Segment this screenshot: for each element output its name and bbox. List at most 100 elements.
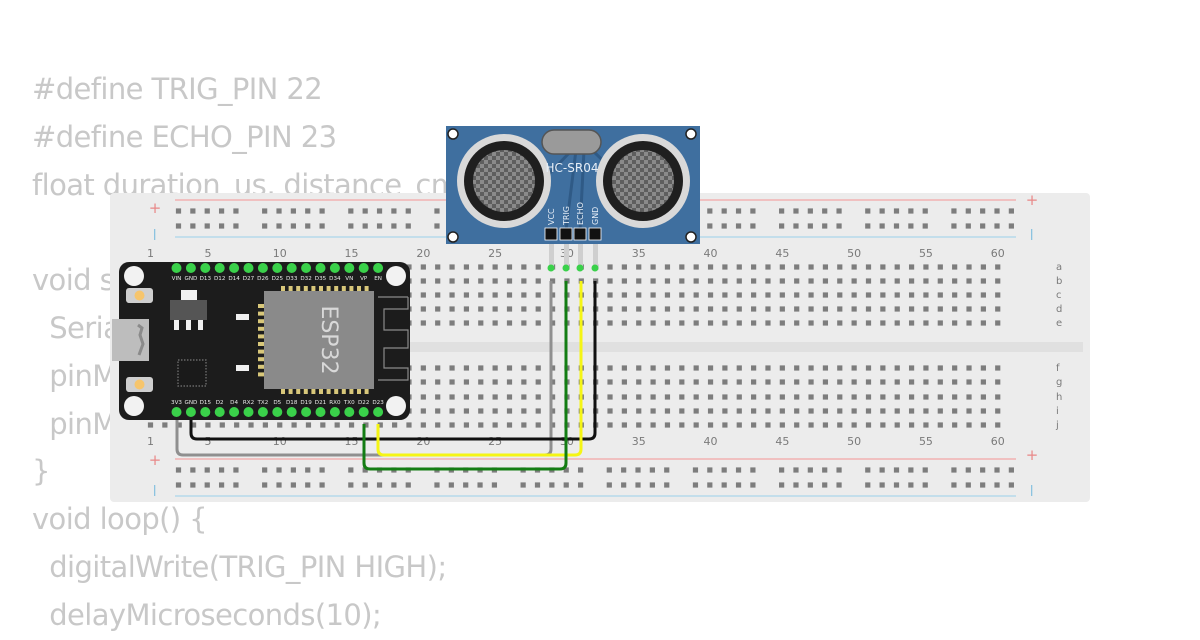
rail-hole[interactable] [262, 467, 268, 473]
breadboard-hole[interactable] [607, 264, 613, 270]
breadboard-hole[interactable] [923, 264, 929, 270]
breadboard-hole[interactable] [751, 320, 757, 326]
breadboard-hole[interactable] [305, 422, 312, 428]
esp32-pin[interactable] [301, 263, 312, 273]
breadboard-hole[interactable] [636, 278, 642, 284]
breadboard-hole[interactable] [636, 306, 642, 312]
breadboard-hole[interactable] [894, 292, 900, 298]
breadboard-hole[interactable] [822, 264, 829, 270]
breadboard-hole[interactable] [966, 394, 972, 400]
rail-hole[interactable] [204, 208, 210, 214]
breadboard-hole[interactable] [679, 292, 685, 298]
breadboard-hole[interactable] [607, 306, 613, 312]
rail-hole[interactable] [233, 482, 239, 488]
rail-hole[interactable] [391, 223, 397, 229]
rail-hole[interactable] [290, 223, 296, 229]
breadboard-hole[interactable] [865, 264, 872, 270]
breadboard-hole[interactable] [865, 365, 872, 371]
breadboard-hole[interactable] [549, 278, 556, 284]
rail-hole[interactable] [951, 208, 957, 214]
breadboard-hole[interactable] [535, 264, 541, 270]
breadboard-hole[interactable] [865, 292, 872, 298]
rail-hole[interactable] [491, 482, 498, 488]
rail-hole[interactable] [362, 467, 368, 473]
breadboard-hole[interactable] [664, 306, 671, 312]
breadboard-hole[interactable] [765, 379, 771, 385]
breadboard-hole[interactable] [607, 365, 613, 371]
rail-hole[interactable] [649, 467, 655, 473]
breadboard-hole[interactable] [679, 264, 685, 270]
breadboard-hole[interactable] [837, 422, 843, 428]
esp32-pin[interactable] [344, 407, 355, 417]
rail-hole[interactable] [175, 223, 182, 229]
breadboard-hole[interactable] [808, 422, 814, 428]
esp32-pin[interactable] [286, 263, 297, 273]
rail-hole[interactable] [779, 467, 785, 473]
rail-hole[interactable] [290, 482, 296, 488]
breadboard-hole[interactable] [765, 394, 771, 400]
breadboard-hole[interactable] [765, 306, 771, 312]
breadboard-hole[interactable] [765, 365, 771, 371]
breadboard-hole[interactable] [406, 264, 412, 270]
breadboard-hole[interactable] [995, 394, 1001, 400]
rail-hole[interactable] [994, 223, 1000, 229]
rail-hole[interactable] [980, 482, 986, 488]
breadboard-hole[interactable] [794, 422, 800, 428]
rail-hole[interactable] [348, 208, 354, 214]
breadboard-hole[interactable] [837, 306, 843, 312]
rail-hole[interactable] [922, 223, 928, 229]
breadboard-hole[interactable] [937, 408, 943, 414]
breadboard-hole[interactable] [980, 278, 986, 284]
breadboard-hole[interactable] [549, 292, 556, 298]
rail-hole[interactable] [319, 223, 325, 229]
breadboard-hole[interactable] [277, 422, 283, 428]
breadboard-hole[interactable] [664, 408, 671, 414]
rail-hole[interactable] [793, 467, 799, 473]
breadboard-hole[interactable] [880, 264, 886, 270]
breadboard-hole[interactable] [908, 264, 915, 270]
esp32-pin[interactable] [329, 407, 340, 417]
breadboard-hole[interactable] [621, 379, 627, 385]
breadboard-hole[interactable] [923, 394, 929, 400]
breadboard-hole[interactable] [679, 422, 685, 428]
breadboard-hole[interactable] [147, 422, 154, 428]
wires[interactable] [175, 281, 597, 471]
breadboard-hole[interactable] [937, 306, 943, 312]
breadboard-hole[interactable] [693, 365, 699, 371]
breadboard-hole[interactable] [722, 408, 728, 414]
rail-hole[interactable] [836, 208, 842, 214]
rail-hole[interactable] [175, 467, 182, 473]
breadboard-hole[interactable] [420, 320, 426, 326]
breadboard-hole[interactable] [923, 365, 929, 371]
esp32-pin[interactable] [243, 407, 254, 417]
breadboard-hole[interactable] [693, 306, 699, 312]
rail-hole[interactable] [836, 467, 842, 473]
rail-hole[interactable] [893, 208, 900, 214]
breadboard-hole[interactable] [506, 264, 513, 270]
breadboard-hole[interactable] [937, 278, 943, 284]
breadboard-hole[interactable] [463, 264, 470, 270]
breadboard-hole[interactable] [650, 408, 656, 414]
breadboard-hole[interactable] [765, 292, 771, 298]
rail-hole[interactable] [994, 467, 1000, 473]
breadboard-hole[interactable] [966, 320, 972, 326]
rail-hole[interactable] [405, 223, 411, 229]
esp32-pin[interactable] [171, 263, 182, 273]
breadboard-hole[interactable] [334, 422, 340, 428]
breadboard-hole[interactable] [679, 320, 685, 326]
rail-hole[interactable] [836, 223, 842, 229]
breadboard-hole[interactable] [176, 422, 182, 428]
rail-hole[interactable] [1008, 482, 1014, 488]
breadboard-hole[interactable] [693, 422, 699, 428]
rail-hole[interactable] [822, 467, 828, 473]
rail-hole[interactable] [434, 482, 440, 488]
breadboard-hole[interactable] [478, 394, 484, 400]
rail-hole[interactable] [577, 467, 584, 473]
breadboard-hole[interactable] [952, 422, 958, 428]
breadboard-hole[interactable] [995, 306, 1001, 312]
breadboard-hole[interactable] [679, 408, 685, 414]
rail-hole[interactable] [951, 223, 957, 229]
breadboard-hole[interactable] [779, 365, 785, 371]
breadboard-hole[interactable] [492, 394, 498, 400]
rail-hole[interactable] [922, 482, 928, 488]
